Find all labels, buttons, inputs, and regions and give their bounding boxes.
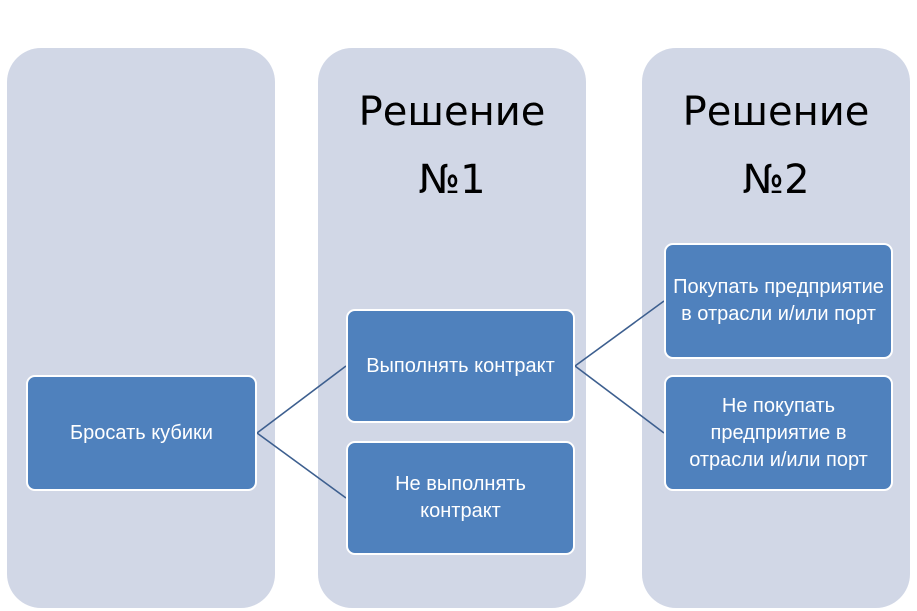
column-title-decision-2: Решение №2 xyxy=(682,89,870,203)
node-roll-dice: Бросать кубики xyxy=(26,375,257,491)
node-buy-enterprise: Покупать предприятие в отрасли и/или пор… xyxy=(664,243,893,359)
node-not-fulfill-contract: Не выполнять контракт xyxy=(346,441,575,555)
node-not-buy-enterprise: Не покупать предприятие в отрасли и/или … xyxy=(664,375,893,491)
column-title-decision-1: Решение №1 xyxy=(358,89,546,203)
column-start xyxy=(7,48,275,608)
node-fulfill-contract: Выполнять контракт xyxy=(346,309,575,423)
